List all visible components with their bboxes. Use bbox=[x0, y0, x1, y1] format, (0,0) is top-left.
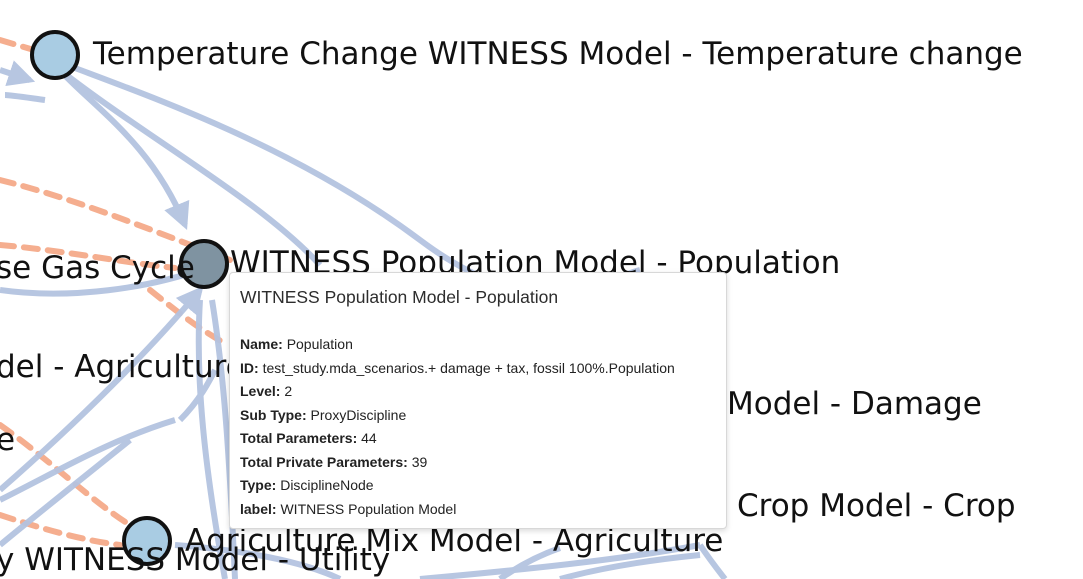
dashed-edge bbox=[0, 242, 178, 271]
coupling-edge bbox=[195, 299, 228, 579]
coupling-edge bbox=[0, 285, 204, 493]
coupling-edge bbox=[4, 92, 46, 103]
tooltip-row-label: label: WITNESS Population Model bbox=[240, 500, 457, 517]
tooltip-row-level: Level: 2 bbox=[240, 383, 293, 399]
coupling-edge bbox=[174, 542, 342, 579]
dashed-edge bbox=[0, 37, 37, 53]
coupling-edge bbox=[559, 552, 701, 579]
node-tooltip: WITNESS Population Model - Population Na… bbox=[229, 272, 727, 529]
coupling-edge bbox=[697, 543, 728, 579]
node-temperature-change[interactable] bbox=[30, 30, 80, 80]
tooltip-row-id: ID: test_study.mda_scenarios.+ damage + … bbox=[240, 359, 675, 376]
dashed-edge bbox=[0, 512, 123, 548]
coupling-edge bbox=[0, 437, 132, 548]
node-agriculture-mix[interactable] bbox=[122, 516, 172, 566]
tooltip-row-type: Type: DisciplineNode bbox=[240, 477, 374, 493]
coupling-edge bbox=[209, 299, 238, 579]
tooltip-row-total-parameters: Total Parameters: 44 bbox=[240, 430, 377, 446]
tooltip-row-private-parameters: Total Private Parameters: 39 bbox=[240, 453, 428, 470]
node-label-greenhouse-gas-cycle: se Gas Cycle bbox=[0, 250, 195, 286]
dashed-edge bbox=[0, 422, 133, 528]
dashed-edge bbox=[0, 177, 233, 263]
coupling-edge bbox=[177, 368, 218, 423]
node-population[interactable] bbox=[179, 239, 229, 289]
node-label-partial: e bbox=[0, 422, 16, 458]
node-label-damage: Model - Damage bbox=[727, 386, 982, 422]
coupling-edge bbox=[0, 417, 176, 503]
node-label-crop: Crop Model - Crop bbox=[737, 488, 1016, 524]
coupling-edge bbox=[58, 67, 323, 268]
tooltip-row-subtype: Sub Type: ProxyDiscipline bbox=[240, 406, 407, 423]
node-label-agriculture: del - Agriculture bbox=[0, 349, 245, 385]
node-label-utility: y WITNESS Model - Utility bbox=[0, 542, 391, 578]
coupling-edge bbox=[498, 545, 561, 579]
node-label-temperature-change: Temperature Change WITNESS Model - Tempe… bbox=[93, 36, 1023, 72]
coupling-edge bbox=[0, 60, 36, 86]
node-label-agriculture-mix: Agriculture Mix Model - Agriculture bbox=[185, 523, 724, 559]
coupling-edge bbox=[419, 542, 701, 579]
tooltip-title: WITNESS Population Model - Population bbox=[240, 287, 559, 307]
tooltip-row-name: Name: Population bbox=[240, 336, 353, 352]
